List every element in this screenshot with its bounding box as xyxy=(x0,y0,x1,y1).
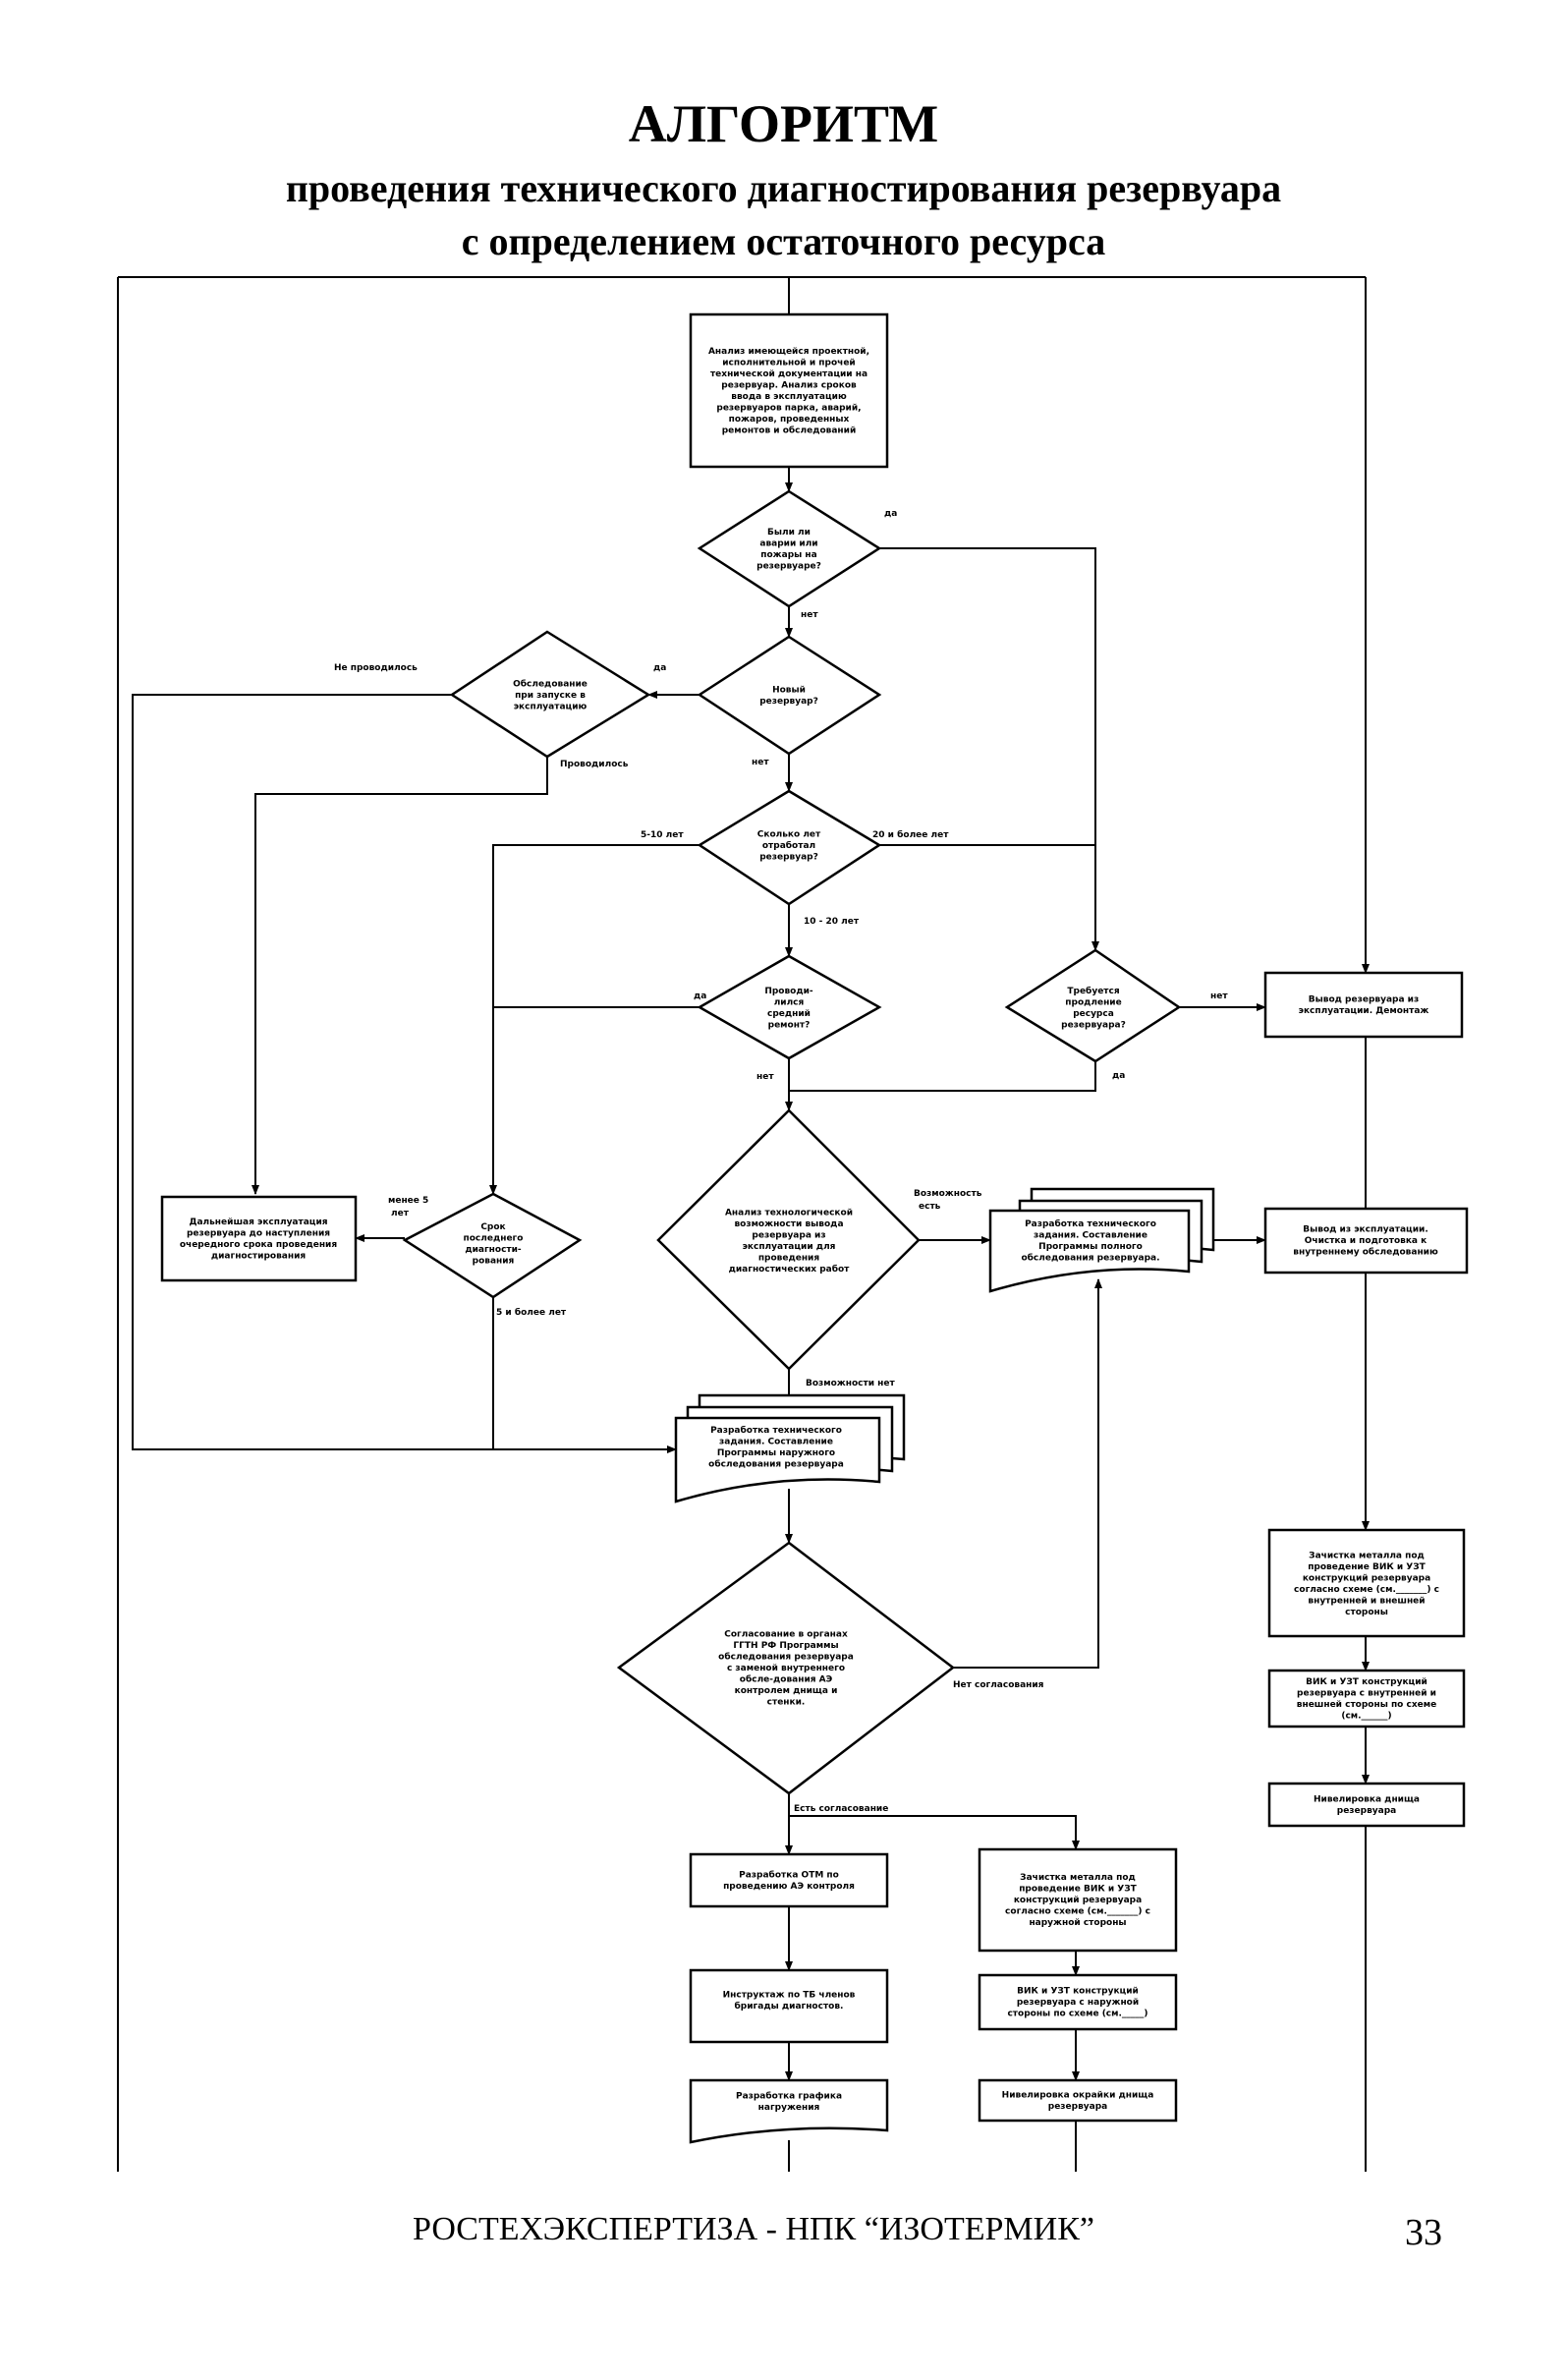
footer-publisher: РОСТЕХЭКСПЕРТИЗА - НПК “ИЗОТЕРМИК” xyxy=(413,2211,1094,2247)
label-repair-yes: да xyxy=(694,992,706,1001)
connectors xyxy=(132,277,1370,2172)
label-extension-no: нет xyxy=(1210,992,1228,1001)
label-possible-line2: есть xyxy=(919,1202,941,1212)
node-withdraw-clean: Вывод из эксплуатации.Очистка и подготов… xyxy=(1293,1225,1438,1258)
label-extension-yes: да xyxy=(1112,1071,1125,1081)
label-years-20: 20 и более лет xyxy=(872,829,949,840)
label-not-done: Не проводилось xyxy=(334,663,418,673)
label-new-tank-yes: да xyxy=(653,663,666,673)
label-years-5-10: 5-10 лет xyxy=(641,830,684,840)
label-possible-line1: Возможность xyxy=(914,1189,982,1199)
label-not-possible: Возможности нет xyxy=(806,1379,895,1388)
label-years-10-20: 10 - 20 лет xyxy=(804,917,860,927)
shapes xyxy=(160,312,1469,2144)
node-analysis-docs: Анализ имеющейся проектной,исполнительно… xyxy=(708,347,869,436)
label-approved: Есть согласование xyxy=(794,1804,888,1814)
label-no-approval: Нет согласования xyxy=(953,1680,1044,1690)
label-accidents-no: нет xyxy=(801,610,818,620)
page-subtitle-line2: с определением остаточного ресурса xyxy=(461,219,1106,263)
label-more-5: 5 и более лет xyxy=(496,1307,567,1318)
label-new-tank-no: нет xyxy=(752,758,769,767)
page-subtitle-line1: проведения технического диагностирования… xyxy=(285,166,1282,210)
label-done: Проводилось xyxy=(560,760,629,769)
label-less-5-line1: менее 5 xyxy=(388,1196,428,1206)
page-number: 33 xyxy=(1405,2212,1442,2253)
label-accidents-yes: да xyxy=(884,509,897,519)
label-less-5-line2: лет xyxy=(391,1209,410,1218)
label-repair-no: нет xyxy=(756,1072,774,1082)
page-title: АЛГОРИТМ xyxy=(628,94,939,153)
